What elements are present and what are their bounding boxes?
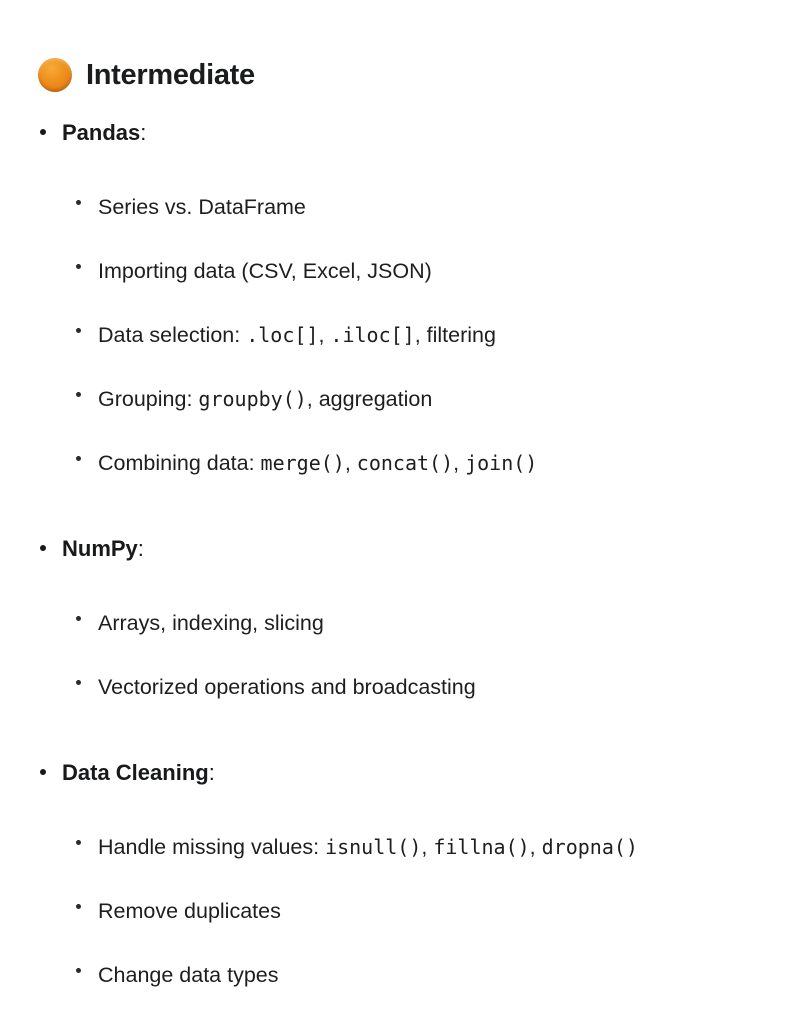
list-item-text: Grouping: groupby(), aggregation xyxy=(98,380,698,418)
code-span: .iloc[] xyxy=(330,323,415,347)
list-item: Arrays, indexing, slicing xyxy=(62,604,800,642)
text-span: Arrays, indexing, slicing xyxy=(98,611,324,635)
text-span: Data selection: xyxy=(98,323,247,347)
list-item: Grouping: groupby(), aggregation xyxy=(62,380,800,418)
bullet-icon xyxy=(76,264,81,269)
outline-section: Data Cleaning: Handle missing values: isn… xyxy=(0,734,800,1022)
bullet-icon xyxy=(76,392,81,397)
list-item-text: Importing data (CSV, Excel, JSON) xyxy=(98,252,698,290)
text-span: , xyxy=(453,451,466,475)
list-item-text: Change data types xyxy=(98,956,698,994)
code-span: groupby() xyxy=(198,387,307,411)
text-span: Combining data: xyxy=(98,451,261,475)
text-span: , xyxy=(421,835,434,859)
bullet-icon xyxy=(76,200,81,205)
section-label-text: NumPy xyxy=(62,536,138,561)
code-span: join() xyxy=(465,451,538,475)
list-item: Handle missing values: isnull(), fillna(… xyxy=(62,828,800,866)
section-label: Pandas: xyxy=(62,118,146,148)
bullet-icon xyxy=(76,456,81,461)
bullet-icon xyxy=(76,328,81,333)
bullet-icon xyxy=(76,968,81,973)
section-items: Handle missing values: isnull(), fillna(… xyxy=(62,828,800,994)
section-label-text: Pandas xyxy=(62,120,141,145)
text-span: Series vs. DataFrame xyxy=(98,195,306,219)
text-span: Grouping: xyxy=(98,387,199,411)
bullet-icon xyxy=(40,545,46,551)
section-header-row: Pandas: xyxy=(40,118,800,162)
bullet-icon xyxy=(76,616,81,621)
bullet-icon xyxy=(40,129,46,135)
orange-circle-icon xyxy=(38,58,72,92)
list-item: Vectorized operations and broadcasting xyxy=(62,668,800,706)
text-span: , xyxy=(529,835,542,859)
list-item: Data selection: .loc[], .iloc[], filteri… xyxy=(62,316,800,354)
text-span: Remove duplicates xyxy=(98,899,281,923)
section-spacer xyxy=(62,482,800,510)
list-item-text: Arrays, indexing, slicing xyxy=(98,604,698,642)
list-item-text: Remove duplicates xyxy=(98,892,698,930)
page-title: Intermediate xyxy=(86,58,255,91)
list-item-text: Data selection: .loc[], .iloc[], filteri… xyxy=(98,316,698,354)
list-item-text: Series vs. DataFrame xyxy=(98,188,698,226)
bullet-icon xyxy=(76,904,81,909)
section-spacer xyxy=(62,706,800,734)
list-item: Change data types xyxy=(62,956,800,994)
code-span: isnull() xyxy=(325,835,422,859)
section-label-text: Data Cleaning xyxy=(62,760,209,785)
text-span: , aggregation xyxy=(306,387,433,411)
section-spacer xyxy=(62,994,800,1022)
code-span: merge() xyxy=(260,451,345,475)
list-item-text: Vectorized operations and broadcasting xyxy=(98,668,698,706)
section-label: Data Cleaning: xyxy=(62,758,215,788)
section-spacer xyxy=(62,510,800,534)
section-header-row: NumPy: xyxy=(40,534,800,578)
section-spacer xyxy=(62,734,800,758)
section-header-row: Data Cleaning: xyxy=(40,758,800,802)
code-span: .loc[] xyxy=(246,323,319,347)
text-span: Vectorized operations and broadcasting xyxy=(98,675,476,699)
bullet-icon xyxy=(76,840,81,845)
list-item-text: Handle missing values: isnull(), fillna(… xyxy=(98,828,698,866)
text-span: Change data types xyxy=(98,963,279,987)
section-label: NumPy: xyxy=(62,534,144,564)
text-span: Handle missing values: xyxy=(98,835,326,859)
text-span: , filtering xyxy=(414,323,496,347)
code-span: fillna() xyxy=(433,835,530,859)
list-item: Series vs. DataFrame xyxy=(62,188,800,226)
section-label-suffix: : xyxy=(140,120,147,145)
text-span: , xyxy=(344,451,357,475)
text-span: , xyxy=(318,323,331,347)
bullet-icon xyxy=(76,680,81,685)
list-item: Remove duplicates xyxy=(62,892,800,930)
list-item-text: Combining data: merge(), concat(), join(… xyxy=(98,444,698,482)
section-label-suffix: : xyxy=(208,760,215,785)
code-span: concat() xyxy=(356,451,454,475)
code-span: dropna() xyxy=(541,835,638,859)
text-span: Importing data (CSV, Excel, JSON) xyxy=(98,259,432,283)
bullet-icon xyxy=(40,769,46,775)
page-heading: Intermediate xyxy=(38,53,255,97)
section-label-suffix: : xyxy=(137,536,144,561)
list-item: Combining data: merge(), concat(), join(… xyxy=(62,444,800,482)
list-item: Importing data (CSV, Excel, JSON) xyxy=(62,252,800,290)
